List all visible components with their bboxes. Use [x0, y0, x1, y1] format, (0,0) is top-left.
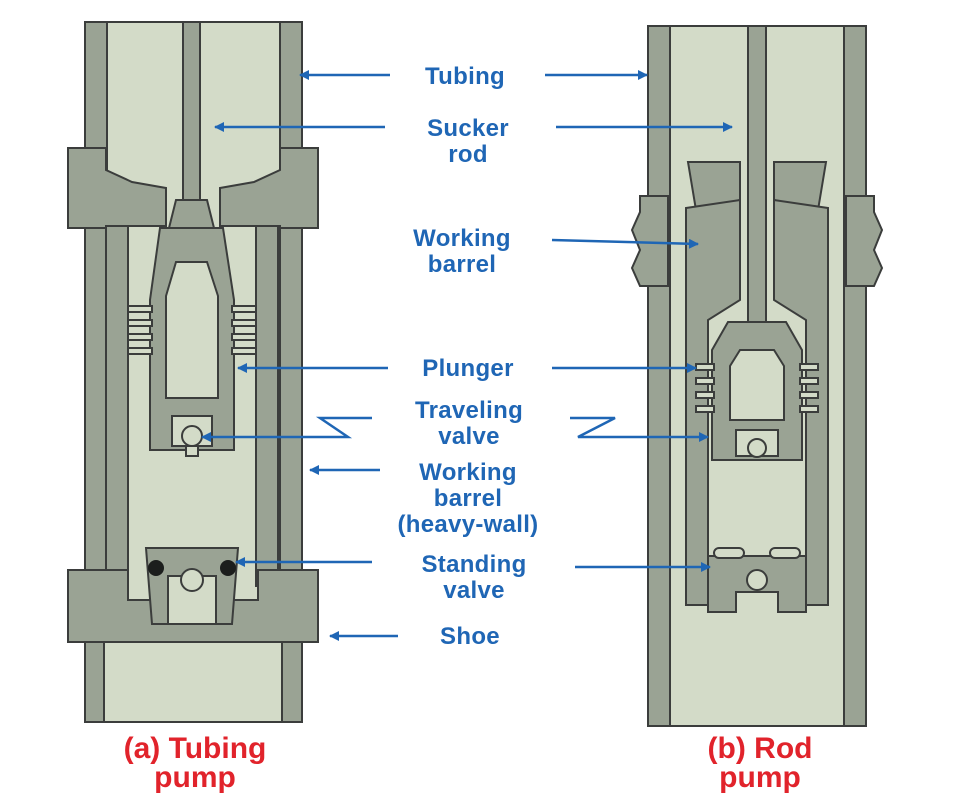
- tubing-pump-working-barrel-wall-right: [255, 225, 279, 587]
- label-sucker-rod: Sucker rod: [427, 115, 509, 168]
- rod-pump-plunger-rings: [695, 363, 819, 413]
- tubing-pump-upper-coupling: [67, 147, 319, 229]
- rod-pump-tubing-wall-right: [843, 25, 867, 727]
- label-tubing: Tubing: [425, 63, 505, 90]
- tubing-pump-traveling-valve-ball: [181, 425, 203, 447]
- callout-arrows: [201, 70, 733, 641]
- tubing-pump-plunger-rings: [127, 305, 257, 355]
- rod-pump-plunger-bore: [729, 349, 785, 421]
- label-plunger: Plunger: [422, 355, 514, 382]
- rod-pump-tubing-wall-left: [647, 25, 671, 727]
- tubing-pump-sucker-rod: [182, 21, 201, 213]
- arrow-working-barrel: [551, 238, 699, 249]
- label-working-barrel: Working barrel: [413, 225, 511, 278]
- arrow-traveling-valve-left: [201, 416, 372, 442]
- label-traveling-valve: Traveling valve: [414, 397, 524, 450]
- rod-pump-traveling-valve-ball: [747, 438, 767, 458]
- caption-tubing-pump: (a) Tubing pump: [123, 732, 267, 794]
- tubing-pump-plunger-bore: [165, 261, 219, 399]
- caption-rod-pump: (b) Rod pump: [707, 732, 813, 794]
- rod-pump-standing-valve-ball: [746, 569, 768, 591]
- rod-pump-drawing: [630, 25, 884, 727]
- label-standing-valve: Standing valve: [421, 551, 527, 604]
- tubing-pump-standing-valve-ball: [180, 568, 204, 592]
- arrow-traveling-valve-right: [570, 416, 709, 442]
- tubing-pump-rod-coupling: [167, 199, 216, 229]
- label-shoe: Shoe: [440, 623, 500, 650]
- label-working-barrel-heavy-wall: Working barrel (heavy-wall): [397, 459, 539, 538]
- tubing-pump-drawing: [67, 21, 319, 723]
- rod-pump-sucker-rod: [747, 25, 767, 323]
- tubing-pump-working-barrel-wall-left: [105, 225, 129, 587]
- rod-pump-working-barrel: [685, 198, 829, 606]
- rod-pump-hold-down: [630, 195, 884, 287]
